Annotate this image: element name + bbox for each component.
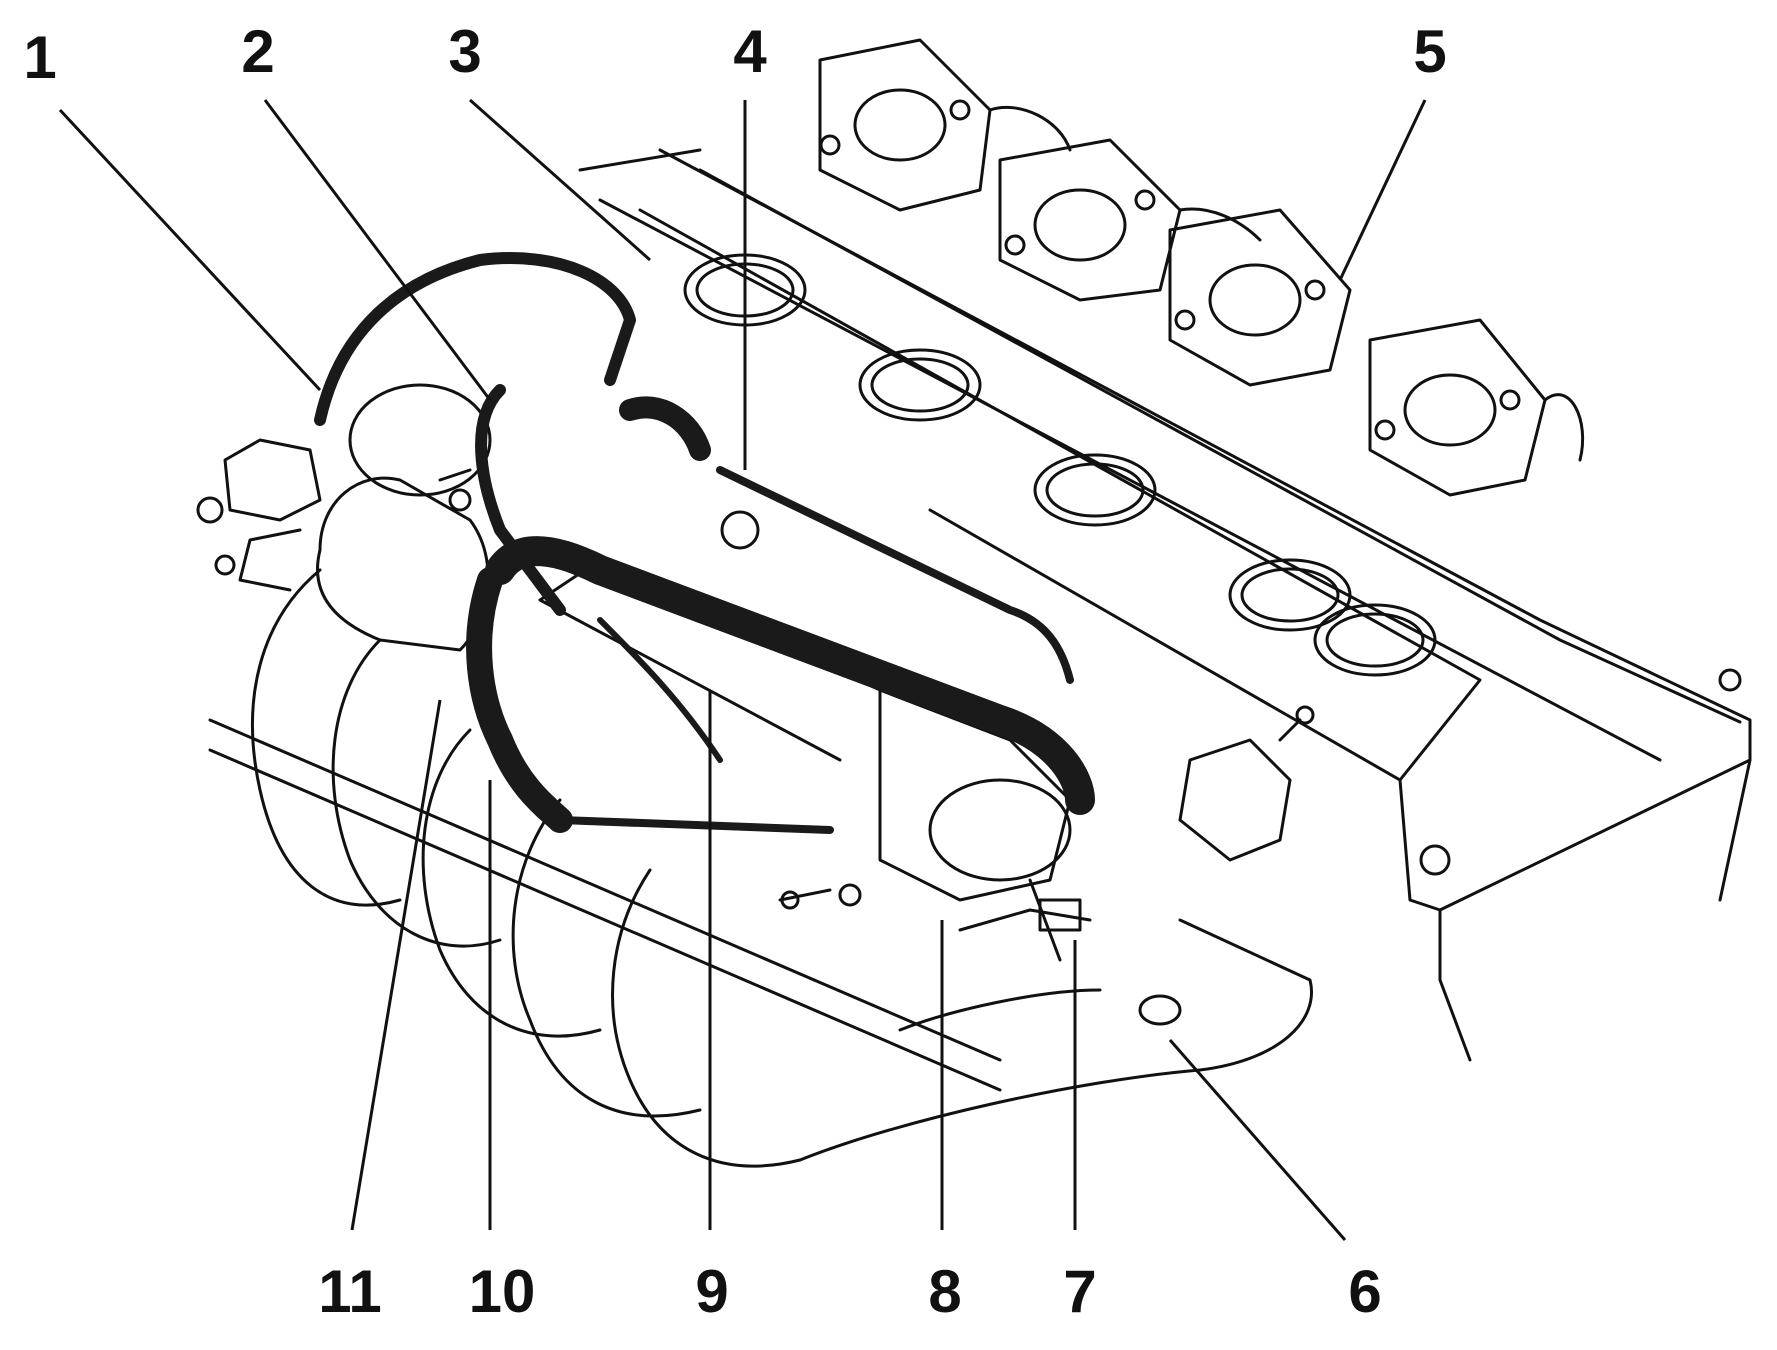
leader-lines xyxy=(58,98,1427,1241)
hoses xyxy=(314,252,1095,834)
callout-9: 9 xyxy=(695,1258,729,1325)
leader-6 xyxy=(1168,1039,1347,1241)
sensor-connector xyxy=(778,705,1315,932)
callout-10: 10 xyxy=(468,1258,536,1325)
callout-2: 2 xyxy=(241,18,275,85)
spark-plug-wells xyxy=(683,253,1742,876)
callout-7: 7 xyxy=(1063,1258,1097,1325)
callout-11: 11 xyxy=(318,1258,382,1325)
leader-11 xyxy=(350,699,442,1231)
leader-5 xyxy=(1338,99,1427,281)
exhaust-manifold xyxy=(818,38,1585,497)
callout-8: 8 xyxy=(928,1258,962,1325)
callout-6: 6 xyxy=(1348,1258,1382,1325)
air-intake xyxy=(196,383,492,652)
leader-2 xyxy=(263,99,492,401)
valve-cover xyxy=(578,148,1752,1062)
callout-5: 5 xyxy=(1413,18,1447,85)
callout-4: 4 xyxy=(733,18,767,85)
intake-manifold xyxy=(208,568,1313,1168)
callout-3: 3 xyxy=(448,18,482,85)
leader-3 xyxy=(469,98,651,262)
leader-1 xyxy=(58,108,322,392)
callout-1: 1 xyxy=(23,24,57,91)
